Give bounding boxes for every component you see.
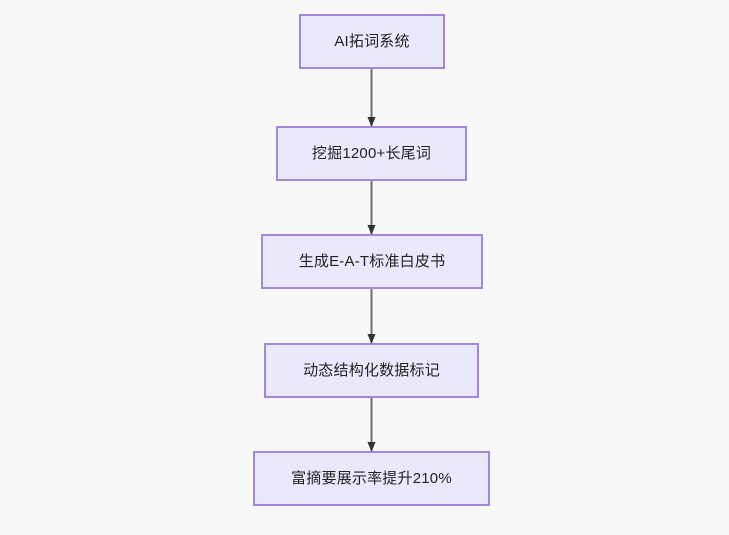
flowchart-node-4[interactable]: 动态结构化数据标记 xyxy=(264,343,479,398)
flowchart-node-3-label: 生成E-A-T标准白皮书 xyxy=(298,253,446,270)
flowchart-node-5[interactable]: 富摘要展示率提升210% xyxy=(253,451,490,506)
flowchart-node-2-label: 挖掘1200+长尾词 xyxy=(311,145,432,162)
flowchart-node-3[interactable]: 生成E-A-T标准白皮书 xyxy=(261,234,483,289)
flowchart-node-5-label: 富摘要展示率提升210% xyxy=(291,470,452,487)
flowchart-node-2[interactable]: 挖掘1200+长尾词 xyxy=(276,126,467,181)
flowchart-node-4-label: 动态结构化数据标记 xyxy=(303,362,440,379)
flowchart-node-1[interactable]: AI拓词系统 xyxy=(299,14,445,69)
flowchart-node-1-label: AI拓词系统 xyxy=(334,33,410,50)
